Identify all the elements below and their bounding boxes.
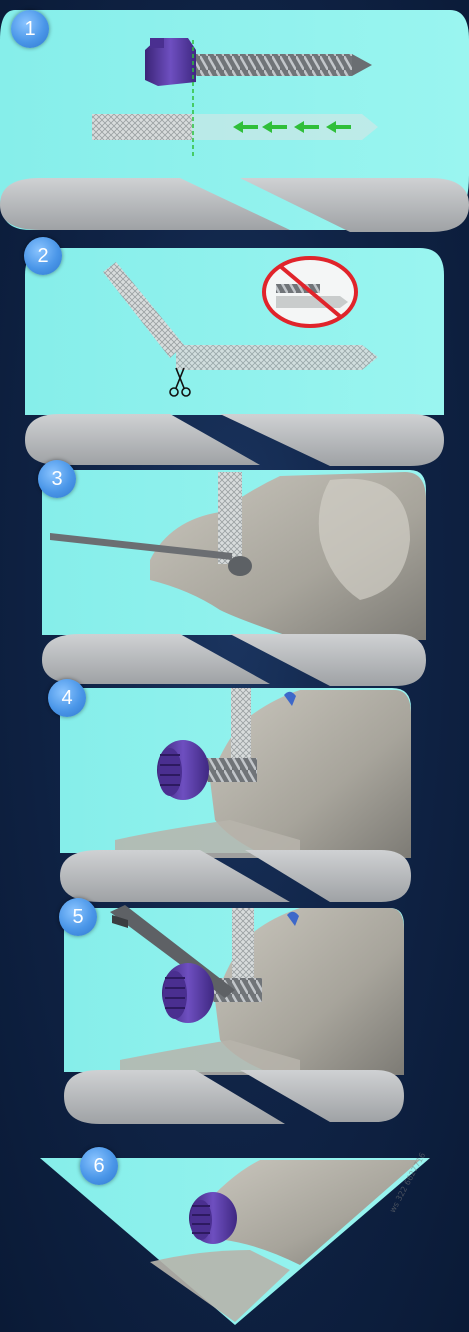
screw-head xyxy=(189,1192,237,1244)
prohibited-icon xyxy=(264,258,356,326)
sleeve-segment xyxy=(176,345,378,370)
step-badge-6: 6 xyxy=(80,1147,118,1185)
step-badge-3: 3 xyxy=(38,460,76,498)
step-4-panel xyxy=(60,688,411,902)
step-badge-4: 4 xyxy=(48,679,86,717)
screw-head xyxy=(162,963,214,1023)
screw-head xyxy=(157,740,209,800)
step-5-panel xyxy=(64,905,404,1124)
step-badge-5: 5 xyxy=(59,898,97,936)
step-2-panel xyxy=(25,248,444,466)
sleeve-vertical xyxy=(218,472,242,564)
step-badge-1: 1 xyxy=(11,10,49,48)
step-badge-2: 2 xyxy=(24,237,62,275)
step-1-panel xyxy=(0,10,469,232)
step-3-panel xyxy=(42,470,426,686)
screw-shaft xyxy=(205,758,257,782)
